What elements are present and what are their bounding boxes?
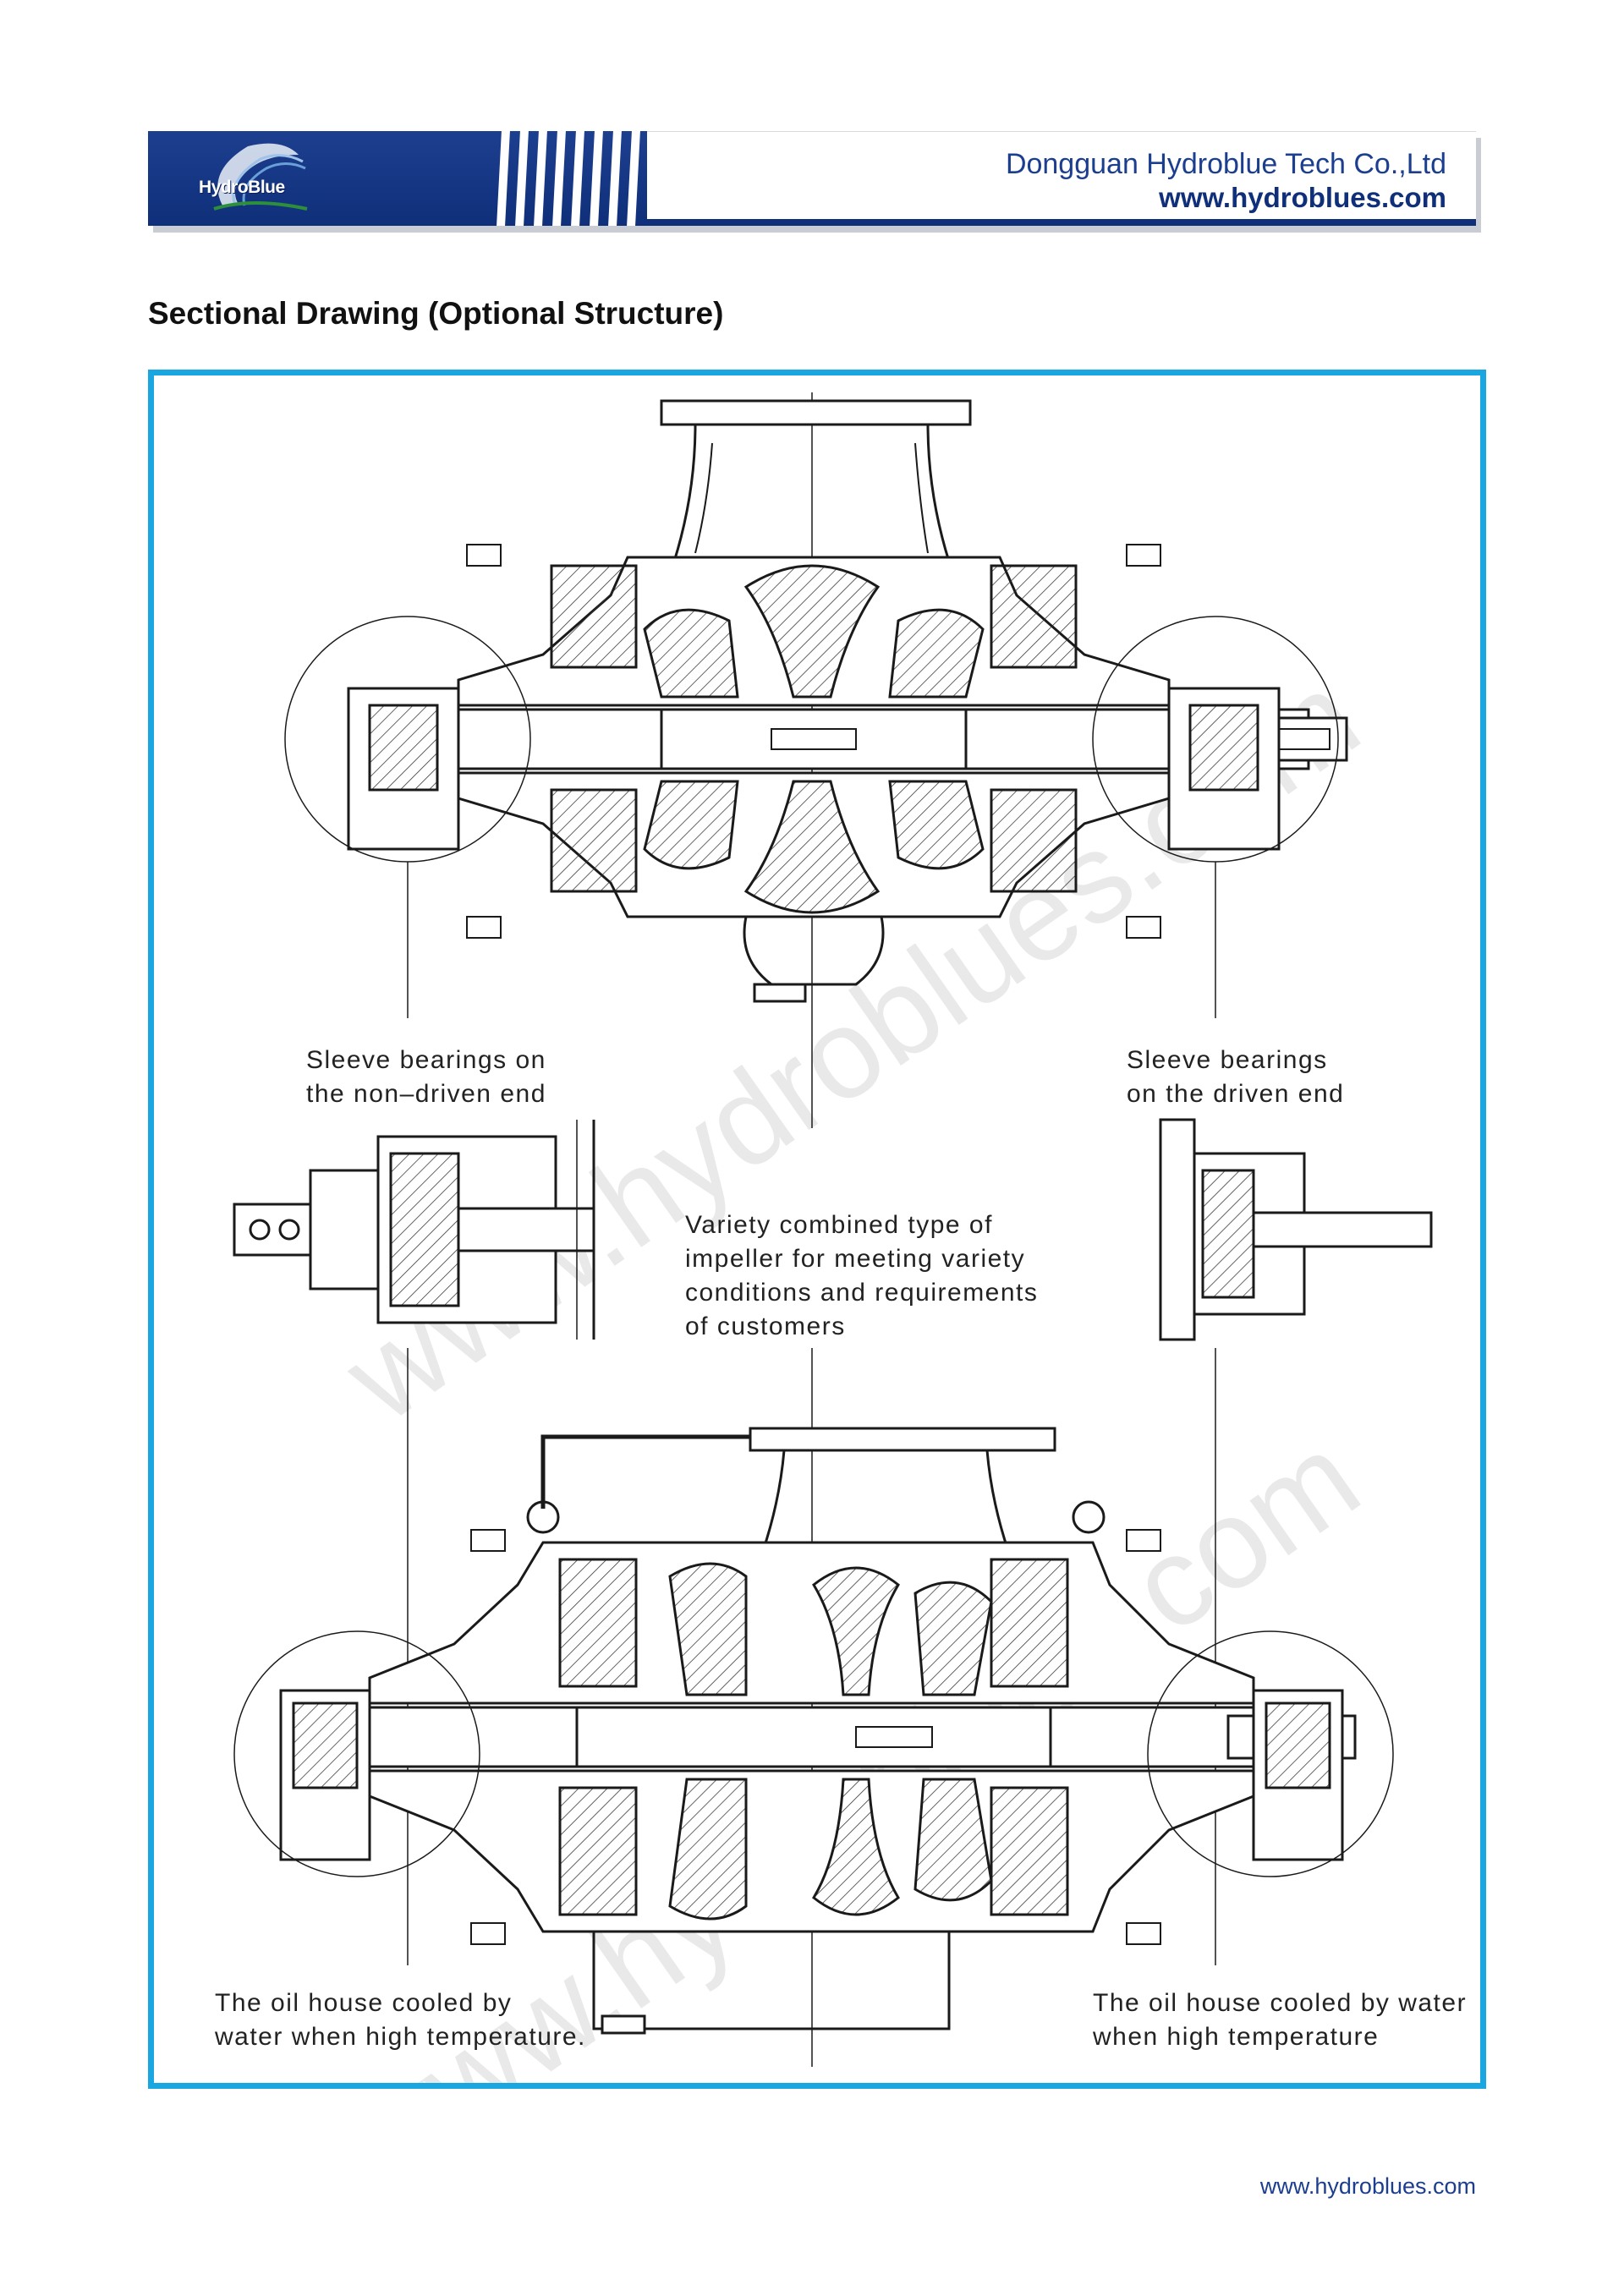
label-sleeve-bearings-driven: Sleeve bearings on the driven end: [1127, 1046, 1345, 1108]
company-website[interactable]: www.hydroblues.com: [1159, 182, 1446, 213]
header-banner: HydroBlue Dongguan Hydroblue Tech Co.,Lt…: [148, 131, 1476, 226]
header-company-panel: Dongguan Hydroblue Tech Co.,Ltd www.hydr…: [647, 131, 1476, 220]
label-impeller-variety: Variety combined type of impeller for me…: [685, 1211, 1039, 1340]
page-title: Sectional Drawing (Optional Structure): [148, 296, 724, 331]
footer-website[interactable]: www.hydroblues.com: [1259, 2173, 1476, 2199]
hydroblue-logo-icon: [213, 143, 308, 211]
label-oil-house-left: The oil house cooled by water when high …: [215, 1989, 586, 2051]
bottom-pump-section: [233, 1427, 1394, 2035]
drawing-frame: www.hydroblues.com www.hydroblues.com: [148, 370, 1486, 2089]
logo-text: HydroBlue: [199, 178, 285, 197]
company-name: Dongguan Hydroblue Tech Co.,Ltd: [1005, 148, 1446, 180]
pump-sectional-drawing: www.hydroblues.com www.hydroblues.com: [233, 392, 1433, 2083]
company-info: Dongguan Hydroblue Tech Co.,Ltd www.hydr…: [1006, 147, 1446, 215]
header-brand-panel: HydroBlue: [148, 131, 647, 226]
label-oil-house-right: The oil house cooled by water when high …: [1093, 1989, 1468, 2051]
header-underline: [647, 219, 1476, 226]
bearing-detail-non-driven: [233, 1120, 595, 1965]
header-stripes: [497, 131, 647, 226]
top-pump-section: [284, 392, 1348, 1128]
bearing-detail-driven: [1159, 1118, 1433, 1965]
label-sleeve-bearings-non-driven: Sleeve bearings on the non–driven end: [306, 1046, 546, 1108]
